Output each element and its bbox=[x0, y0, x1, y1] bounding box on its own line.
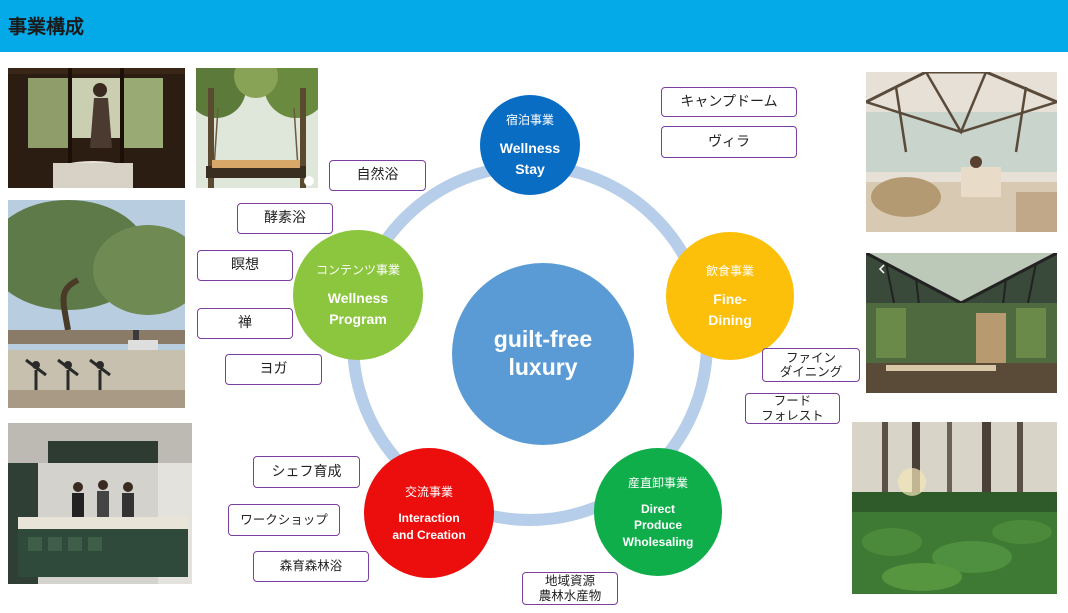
tag-zen: 禅 bbox=[197, 308, 293, 339]
business-wholesale-en: Direct Produce Wholesaling bbox=[622, 502, 694, 549]
tag-camp-dome: キャンプドーム bbox=[661, 87, 797, 117]
tag-fine-dining: ファイン ダイニング bbox=[762, 348, 860, 382]
business-dining-ja: 飲食事業 bbox=[705, 264, 754, 279]
business-stay-en: Wellness Stay bbox=[499, 140, 561, 177]
business-stay-ja: 宿泊事業 bbox=[505, 113, 554, 128]
business-dining-en: Fine- Dining bbox=[708, 291, 752, 328]
business-circle-dining: 飲食事業 Fine- Dining bbox=[666, 232, 794, 360]
tag-natural-bath: 自然浴 bbox=[329, 160, 426, 191]
tag-forest-bath: 森育森林浴 bbox=[253, 551, 369, 582]
tag-workshop: ワークショップ bbox=[228, 504, 340, 536]
business-interaction-ja: 交流事業 bbox=[404, 485, 453, 500]
tag-enzyme-bath: 酵素浴 bbox=[237, 203, 333, 234]
olive-yoga-photo bbox=[8, 200, 185, 408]
greenhouse-dining-photo bbox=[866, 253, 1057, 393]
business-program-ja: コンテンツ事業 bbox=[315, 263, 400, 278]
business-program-en: Wellness Program bbox=[327, 290, 389, 327]
page-title: 事業構成 bbox=[8, 16, 85, 38]
massage-photo bbox=[8, 68, 185, 188]
business-circle-interaction: 交流事業 Interaction and Creation bbox=[364, 448, 494, 578]
business-circle-program: コンテンツ事業 Wellness Program bbox=[293, 230, 423, 360]
forest-garlic-photo bbox=[852, 422, 1057, 594]
business-wholesale-ja: 産直卸事業 bbox=[627, 476, 688, 491]
business-circle-wholesale: 産直卸事業 Direct Produce Wholesaling bbox=[594, 448, 722, 576]
concept-circle: guilt-free luxury bbox=[452, 263, 634, 445]
tag-yoga: ヨガ bbox=[225, 354, 322, 385]
tag-local-resources: 地域資源 農林水産物 bbox=[522, 572, 618, 605]
tag-chef-training: シェフ育成 bbox=[253, 456, 360, 488]
title-bar: 事業構成 bbox=[0, 0, 1068, 52]
cooking-class-photo bbox=[8, 423, 192, 584]
business-circle-stay: 宿泊事業 Wellness Stay bbox=[480, 95, 580, 195]
geodesic-dome-interior-photo bbox=[866, 72, 1057, 232]
forest-swing-photo bbox=[196, 68, 318, 188]
tag-villa: ヴィラ bbox=[661, 126, 797, 158]
tag-meditation: 瞑想 bbox=[197, 250, 293, 281]
concept-label: guilt-free luxury bbox=[493, 326, 593, 380]
tag-food-forest: フード フォレスト bbox=[745, 393, 840, 424]
business-interaction-en: Interaction and Creation bbox=[392, 511, 466, 542]
